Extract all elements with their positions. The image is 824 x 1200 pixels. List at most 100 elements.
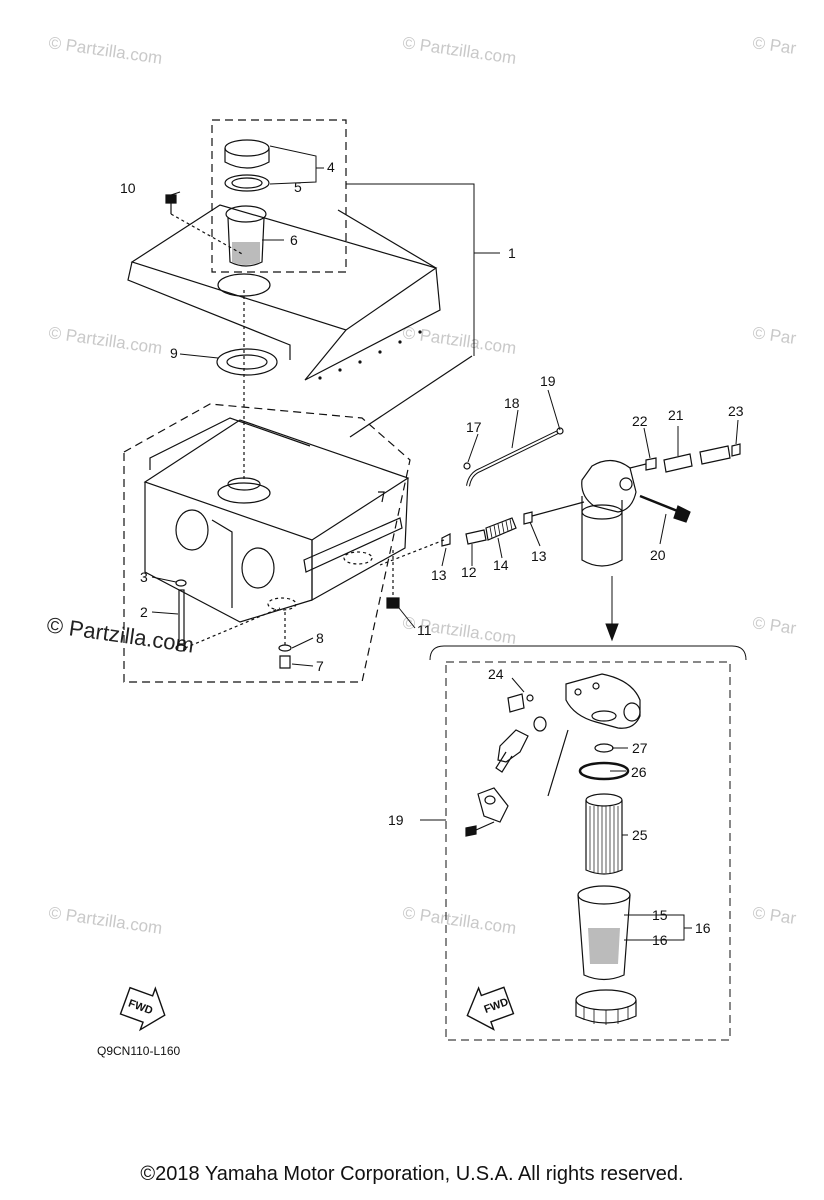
part-label: 22 [632,413,648,429]
tank-hole-right [241,547,275,589]
filter-cup-23 [577,885,631,905]
part-label: 19 [540,373,556,389]
part-label: 27 [632,740,648,756]
hose-clamp-19 [645,457,657,471]
joint-12 [465,529,487,545]
part-label: 3 [140,569,148,585]
drain-parts [175,550,400,669]
part-label: 2 [140,604,148,620]
bolt-11 [386,597,400,609]
hose-clamp-13 [523,511,533,525]
fuel-line-assembly [379,427,741,567]
part-label: 8 [316,630,324,646]
hose-clamp-16 [463,462,471,470]
bolt-10 [165,194,177,204]
leader-lines [151,145,747,1041]
tank-hole-left [175,509,209,551]
filter-bracket [477,787,509,823]
watermark: © Partzilla.com [47,903,163,938]
fuel-cap-top [224,139,270,157]
fwd-arrow-right: FWD [466,986,515,1031]
tank-front [144,482,313,623]
filter-cup-nut [575,989,637,1011]
part-label: 5 [294,179,302,195]
watermark: © Partzilla.com [47,33,163,68]
fuel-strainer [225,205,267,223]
part-label: 6 [290,232,298,248]
tank-bracket [303,517,403,573]
cover-rear-edge [337,209,437,269]
hose-clamp-13 [441,533,451,547]
drain-gasket-8 [278,644,292,652]
forward-arrow-icon [119,986,166,1032]
strainer-mesh [232,242,260,265]
part-label: 17 [466,419,482,435]
part-label: 14 [493,557,509,573]
filter-element-26 [585,793,623,807]
part-label: 16 [695,920,711,936]
watermark: © Partzilla.com [401,903,517,938]
part-label: 20 [650,547,666,563]
tank-cover-plate [130,204,438,331]
air-vent-screw-21 [507,693,525,713]
drain-plug-7 [279,655,291,669]
part-label: 9 [170,345,178,361]
fuel-tank [123,355,473,683]
bolt-17 [639,494,681,514]
part-label: 10 [120,180,136,196]
fuel-cock-lever [497,729,529,763]
fuel-hose-14 [485,517,517,541]
filter-cup-mesh-24 [588,928,620,964]
part-label: 13 [531,548,547,564]
watermark: © Partzilla.com [401,33,517,68]
tank-filler-neck [217,482,271,504]
tank-side [311,477,409,602]
watermark-main: © Partzilla.com [45,612,195,657]
fuel-hose-18 [663,453,693,473]
tank-top [143,419,410,541]
forward-arrow-icon [466,986,515,1031]
o-ring-27 [594,743,614,753]
watermark: © Partzilla.com [401,323,517,358]
watermark: © Partzilla.com [47,323,163,358]
watermark: © Par [751,323,797,348]
o-ring-25 [578,761,630,781]
drain-washer-3 [175,579,187,587]
cap-gasket [224,174,270,192]
tank-cover-edge [127,261,291,360]
part-label: 21 [668,407,684,423]
part-label: 18 [504,395,520,411]
cap-group-box [211,119,347,273]
drain-pipe-2 [178,589,185,645]
tank-group-box [123,403,411,683]
part-label: 11 [417,622,432,638]
part-label: 23 [728,403,744,419]
part-labels: 4 5 6 10 1 9 19 18 17 22 21 23 20 13 12 … [120,159,744,948]
copyright-notice: ©2018 Yamaha Motor Corporation, U.S.A. A… [140,1163,684,1185]
tank-packing [216,348,278,376]
hose-clamp-19 [731,443,741,457]
part-label: 24 [488,666,504,682]
filter-head-small [581,459,637,513]
part-label: 25 [632,827,648,843]
part-label: 26 [631,764,647,780]
hose-clamp-16 [556,427,564,435]
watermarks: © Partzilla.com © Partzilla.com © Par © … [45,33,797,938]
watermark: © Par [751,903,797,928]
part-label: 13 [431,567,447,583]
watermark: © Par [751,33,797,58]
filter-head [565,673,641,729]
cover-rivets [318,330,422,380]
part-label: 1 [508,245,516,261]
watermark: © Par [751,613,797,638]
fwd-arrow-left: FWD [119,986,166,1032]
part-label: 7 [316,658,324,674]
part-label: 15 [652,907,668,923]
fuel-cap [224,148,270,169]
part-label: 16 [652,932,668,948]
tank-cover-flap [304,267,441,381]
diagram-code: Q9CN110-L160 [97,1044,180,1058]
part-label: 19 [388,812,404,828]
tank-cover-assembly [127,119,441,480]
